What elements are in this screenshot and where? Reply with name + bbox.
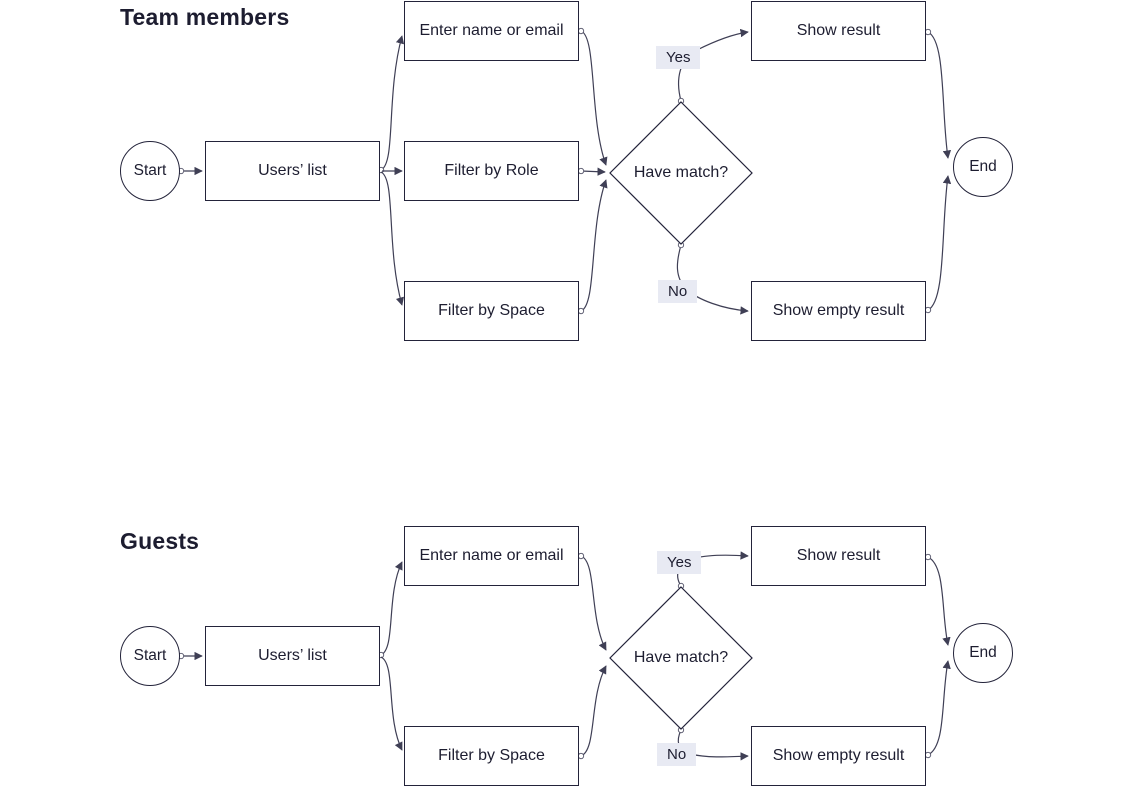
connector-team-filterspace-decision — [577, 179, 608, 315]
connector-guests-filterspace-decision — [577, 665, 607, 760]
team-yes-tag[interactable]: Yes — [656, 46, 701, 69]
team-start-node[interactable]: Start — [120, 141, 180, 201]
connector-team-showresult-end — [924, 28, 952, 159]
connector-team-filterrole-decision — [577, 167, 606, 176]
team-users-list-node[interactable]: Users’ list — [205, 141, 380, 201]
connector-guests-users-entername — [377, 561, 403, 659]
team-no-tag[interactable]: No — [658, 280, 698, 303]
connector-guests-entername-decision — [577, 552, 607, 651]
guests-filter-space-node[interactable]: Filter by Space — [404, 726, 579, 786]
team-end-node[interactable]: End — [953, 137, 1013, 197]
guests-show-result-node[interactable]: Show result — [751, 526, 926, 586]
team-show-empty-node[interactable]: Show empty result — [751, 281, 926, 341]
connector-guests-users-filterspace — [380, 656, 403, 751]
team-enter-name-node[interactable]: Enter name or email — [404, 1, 579, 61]
guests-show-empty-node[interactable]: Show empty result — [751, 726, 926, 786]
team-show-result-node[interactable]: Show result — [751, 1, 926, 61]
guests-end-node[interactable]: End — [953, 623, 1013, 683]
team-filter-role-node[interactable]: Filter by Role — [404, 141, 579, 201]
guests-yes-tag[interactable]: Yes — [657, 551, 702, 574]
connector-guests-showresult-end — [924, 553, 951, 646]
guests-no-tag[interactable]: No — [657, 743, 697, 766]
team-decision-label[interactable]: Have match? — [633, 164, 729, 181]
guests-enter-name-node[interactable]: Enter name or email — [404, 526, 579, 586]
connector-team-users-entername — [377, 35, 405, 174]
section-title-guests[interactable]: Guests — [120, 528, 200, 554]
guests-decision-diamond-shape[interactable] — [609, 586, 753, 730]
team-filter-space-node[interactable]: Filter by Space — [404, 281, 579, 341]
team-decision-diamond-shape[interactable] — [609, 101, 753, 245]
connector-team-users-filterspace — [380, 171, 405, 306]
guests-users-list-node[interactable]: Users’ list — [205, 626, 380, 686]
guests-decision-label[interactable]: Have match? — [633, 649, 729, 666]
section-title-team-members[interactable]: Team members — [120, 4, 290, 30]
connector-team-entername-decision — [577, 27, 608, 166]
connector-team-showempty-end — [924, 175, 952, 314]
guests-start-node[interactable]: Start — [120, 626, 180, 686]
connector-guests-showempty-end — [924, 660, 951, 759]
